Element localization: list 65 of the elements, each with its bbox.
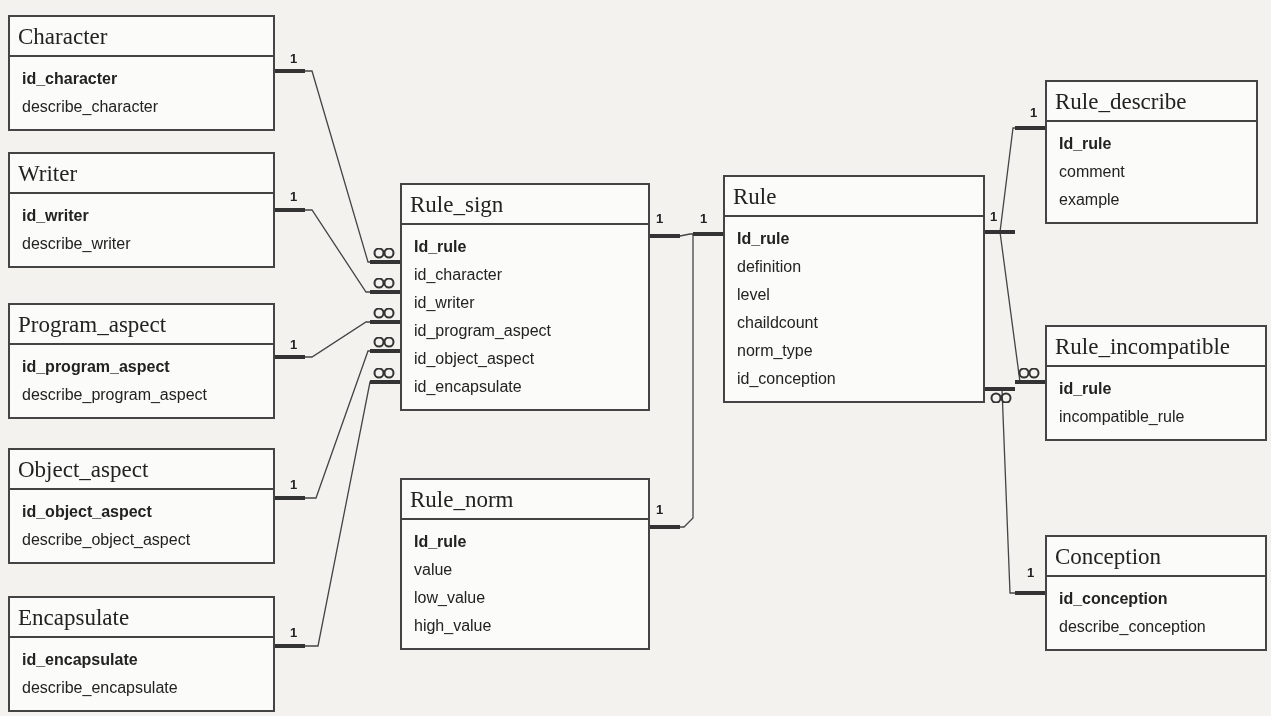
key-attribute: id_writer <box>22 206 89 226</box>
attribute-text: id_program_aspect <box>414 321 551 341</box>
attribute-text: example <box>1059 190 1120 210</box>
cardinality-label: 1 <box>1030 106 1038 119</box>
key-attribute: Id_rule <box>414 532 467 552</box>
entity-title: Rule_sign <box>410 192 504 216</box>
cardinality-label: 1 <box>290 478 298 491</box>
entity-box <box>8 152 275 268</box>
attribute-text: describe_program_aspect <box>22 385 207 405</box>
entity-box <box>723 175 985 403</box>
key-attribute: Id_rule <box>1059 134 1112 154</box>
attribute-text: low_value <box>414 588 486 608</box>
entity-title: Object_aspect <box>18 457 149 481</box>
entity-title: Rule_incompatible <box>1055 334 1230 358</box>
entity-box <box>1045 535 1267 651</box>
entity-box <box>1045 325 1267 441</box>
attribute-text: id_writer <box>414 293 475 313</box>
entity-title: Rule_norm <box>410 487 514 511</box>
key-attribute: Id_rule <box>737 229 790 249</box>
cardinality-label: 1 <box>700 212 708 225</box>
attribute-text: id_encapsulate <box>414 377 522 397</box>
cardinality-label: 1 <box>290 52 298 65</box>
entity-box <box>8 303 275 419</box>
attribute-text: level <box>737 285 770 305</box>
attribute-text: value <box>414 560 453 580</box>
key-attribute: id_conception <box>1059 589 1168 609</box>
entity-title: Character <box>18 24 108 48</box>
key-attribute: id_rule <box>1059 379 1112 399</box>
entity-box <box>400 183 650 411</box>
cardinality-label: 1 <box>990 210 998 223</box>
entity-box <box>1045 80 1258 224</box>
entity-title: Writer <box>18 161 78 185</box>
attribute-text: id_character <box>414 265 503 285</box>
entity-title: Program_aspect <box>18 312 167 336</box>
key-attribute: id_character <box>22 69 118 89</box>
entity-title: Rule <box>733 184 777 208</box>
entity-box <box>400 478 650 650</box>
entity-box <box>8 596 275 712</box>
cardinality-label: 1 <box>290 190 298 203</box>
cardinality-label: 1 <box>290 626 298 639</box>
key-attribute: id_program_aspect <box>22 357 170 377</box>
key-attribute: id_encapsulate <box>22 650 138 670</box>
entity-title: Conception <box>1055 544 1162 568</box>
entity-title: Encapsulate <box>18 605 130 629</box>
attribute-text: describe_encapsulate <box>22 678 178 698</box>
attribute-text: comment <box>1059 162 1125 182</box>
cardinality-label: 1 <box>656 212 664 225</box>
attribute-text: high_value <box>414 616 492 636</box>
attribute-text: id_object_aspect <box>414 349 535 369</box>
entity-box <box>8 448 275 564</box>
key-attribute: Id_rule <box>414 237 467 257</box>
key-attribute: id_object_aspect <box>22 502 152 522</box>
attribute-text: describe_character <box>22 97 159 117</box>
attribute-text: describe_conception <box>1059 617 1206 637</box>
entity-box <box>8 15 275 131</box>
attribute-text: incompatible_rule <box>1059 407 1185 427</box>
cardinality-label: 1 <box>290 338 298 351</box>
attribute-text: definition <box>737 257 802 277</box>
attribute-text: describe_object_aspect <box>22 530 191 550</box>
attribute-text: norm_type <box>737 341 813 361</box>
cardinality-label: 1 <box>656 503 664 516</box>
attribute-text: chaildcount <box>737 313 818 333</box>
entity-title: Rule_describe <box>1055 89 1187 113</box>
attribute-text: id_conception <box>737 369 836 389</box>
attribute-text: describe_writer <box>22 234 131 254</box>
